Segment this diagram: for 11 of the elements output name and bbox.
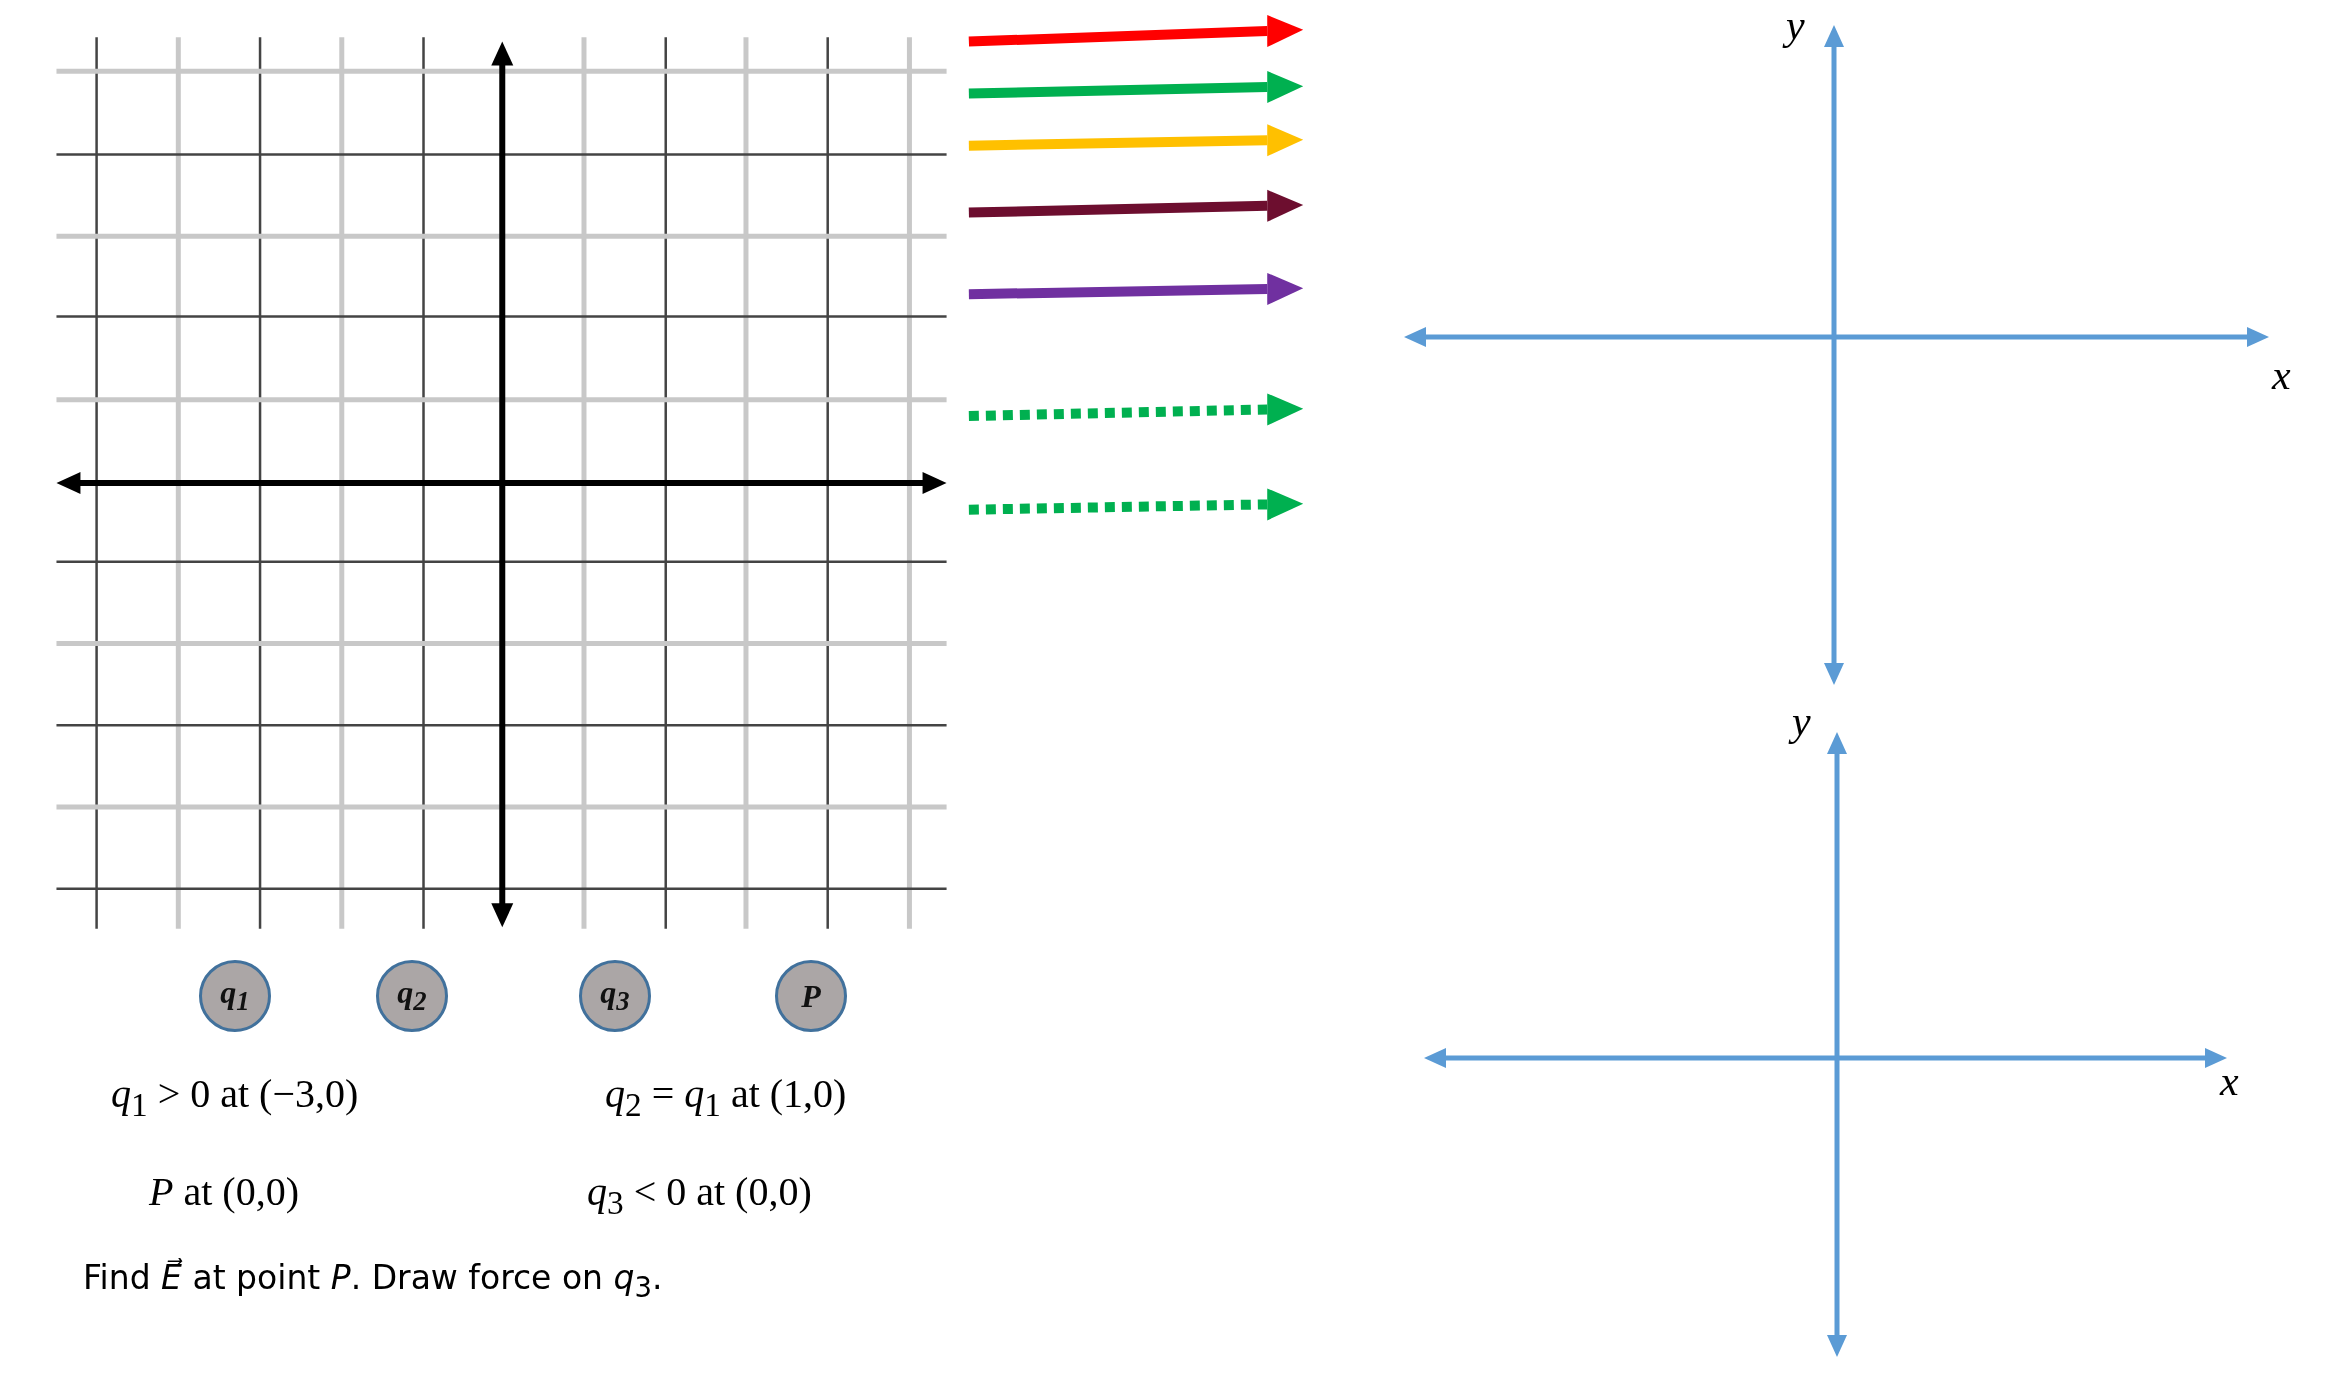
charge-label: q$_{1}$	[220, 976, 250, 1016]
condition-text: q$_{3}$ < 0 at (0,0)	[587, 1170, 812, 1222]
axis-label: x	[2272, 352, 2291, 399]
condition-text: q$_{1}$ > 0 at (−3,0)	[111, 1072, 359, 1124]
instruction-text: Find E⃗ at point P. Draw force on q$_{3}$.	[83, 1260, 663, 1302]
axis-label: x	[2220, 1058, 2239, 1105]
condition-text: P at (0,0)	[149, 1170, 299, 1214]
charge-label: P	[801, 980, 821, 1012]
charge-label: q$_{3}$	[600, 976, 630, 1016]
condition-text: q$_{2}$ = q$_{1}$ at (1,0)	[605, 1072, 847, 1124]
charge-label: q$_{2}$	[397, 976, 427, 1016]
